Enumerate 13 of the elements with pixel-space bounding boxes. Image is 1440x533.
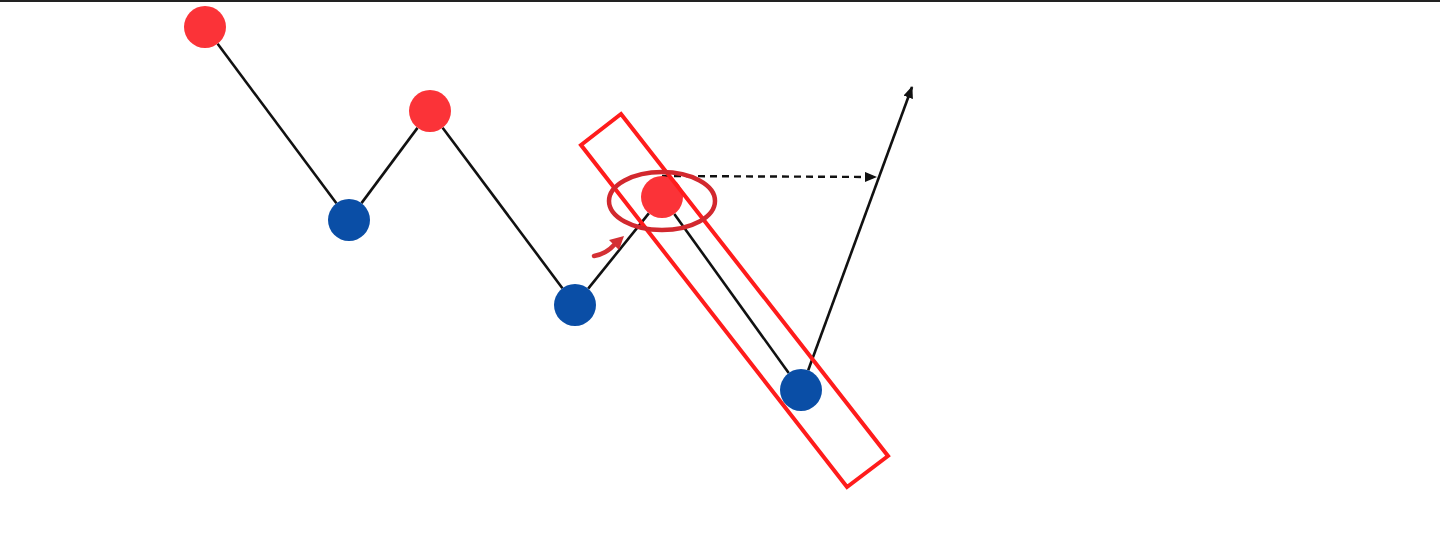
- connector-line: [216, 43, 338, 204]
- connector-line: [360, 127, 419, 204]
- peak-point: [641, 176, 683, 218]
- trough-point: [328, 199, 370, 241]
- connector-line: [673, 213, 790, 374]
- connector-line: [441, 127, 564, 289]
- trough-point: [554, 284, 596, 326]
- arrow: [806, 86, 914, 371]
- dashed-arrow: [662, 171, 877, 182]
- peak-point: [184, 6, 226, 48]
- connector-line: [587, 212, 650, 290]
- trough-point: [780, 369, 822, 411]
- peak-point: [409, 90, 451, 132]
